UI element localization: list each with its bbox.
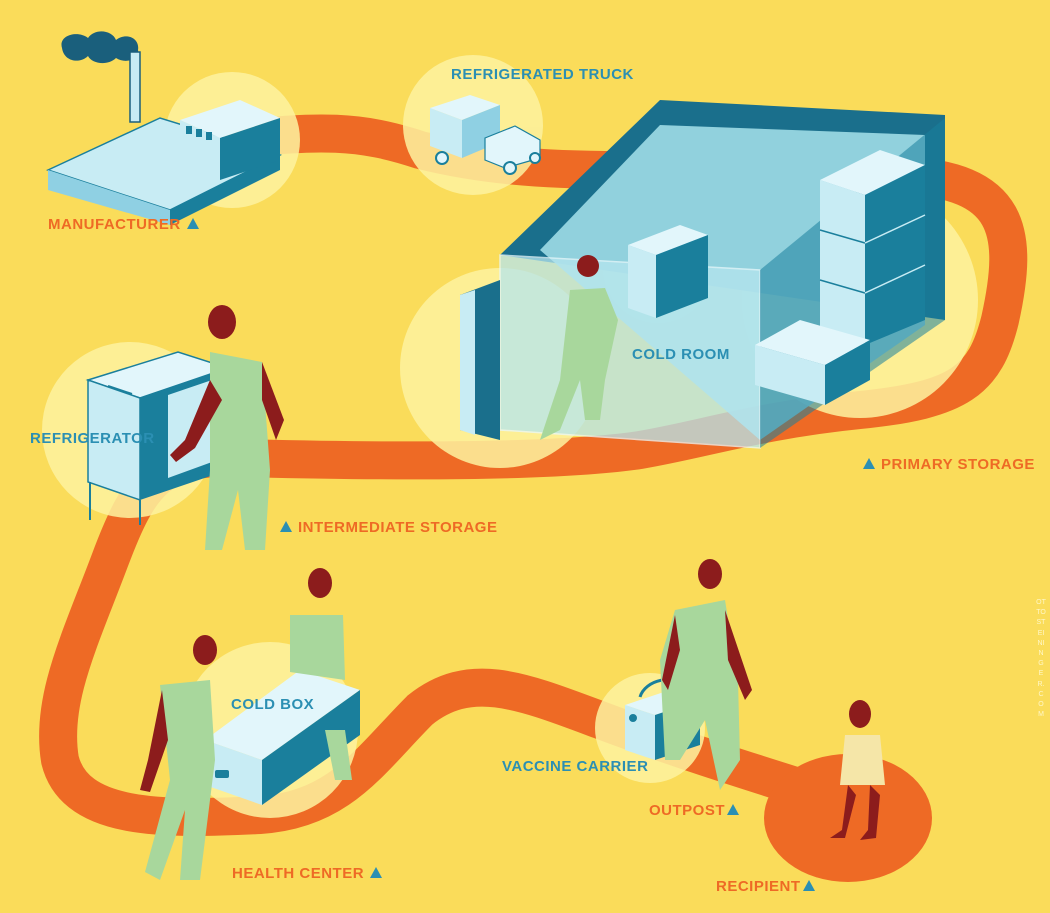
person-icon-recipient <box>830 700 885 840</box>
triangle-marker-icon <box>863 458 875 469</box>
triangle-marker-icon <box>727 804 740 815</box>
intermediate-storage-label: INTERMEDIATE STORAGE <box>280 519 497 536</box>
triangle-marker-icon <box>802 880 815 891</box>
recipient-label: RECIPIENT <box>716 878 815 895</box>
primary-storage-label: PRIMARY STORAGE <box>863 456 1035 473</box>
person-icon-cold-box-front <box>140 635 217 880</box>
triangle-marker-icon <box>280 521 292 532</box>
refrigerator-label: REFRIGERATOR <box>30 430 155 447</box>
factory-icon <box>45 31 283 225</box>
triangle-marker-icon <box>370 867 383 878</box>
health-center-label: HEALTH CENTER <box>232 865 383 882</box>
manufacturer-label: MANUFACTURER <box>48 216 199 233</box>
cold-room-label: COLD ROOM <box>632 346 730 363</box>
truck-icon <box>430 95 541 175</box>
cold-box-icon <box>205 670 360 805</box>
cold-box-label: COLD BOX <box>231 696 315 713</box>
artist-credit: OTTOSTEININGER.COM <box>1036 599 1046 719</box>
refrigerated-truck-label: REFRIGERATED TRUCK <box>451 66 634 83</box>
triangle-marker-icon <box>186 218 199 229</box>
vaccine-carrier-label: VACCINE CARRIER <box>502 758 649 775</box>
person-icon-cold-room <box>540 255 618 440</box>
person-icon-cold-box-back <box>290 568 352 780</box>
person-icon-vaccine-carrier <box>660 559 752 790</box>
cold-room-icon <box>460 100 945 449</box>
outpost-label: OUTPOST <box>649 802 740 819</box>
person-icon-refrigerator <box>170 305 284 550</box>
